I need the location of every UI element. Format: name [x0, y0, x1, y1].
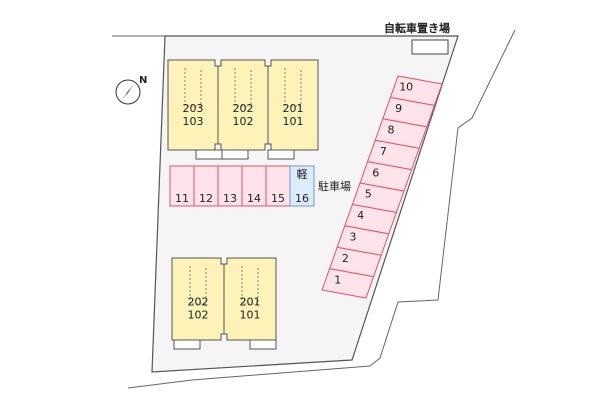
parking-stall-diagonal-number: 8 [388, 124, 395, 137]
stair-outline [234, 68, 252, 107]
parking-stall-diagonal [389, 75, 443, 106]
parking-stall-diagonal-number: 9 [395, 102, 402, 115]
stair-outline [284, 68, 302, 107]
parking-stall-number: 16 [295, 192, 309, 205]
parking-stall-number: 12 [199, 192, 213, 205]
unit-number-upper: 202 [233, 102, 254, 115]
parking-stall-diagonal-number: 4 [357, 209, 364, 222]
parking-stall [241, 165, 267, 207]
parking-stall-diagonal-number: 5 [365, 188, 372, 201]
entrance-step [267, 149, 295, 160]
entrance-step [249, 339, 277, 350]
unit-number-lower: 102 [233, 115, 254, 128]
parking-stall-kei-tag: 軽 [297, 168, 308, 181]
unit-number-lower: 101 [240, 309, 261, 322]
parking-stall-number: 15 [271, 192, 285, 205]
bike-parking-label: 自転車置き場 [384, 21, 450, 35]
building-outline [167, 59, 319, 151]
road-lines [112, 29, 516, 389]
entrance-step [195, 149, 223, 160]
unit-number-upper: 203 [183, 102, 204, 115]
unit-number-upper: 202 [188, 296, 209, 309]
parking-label: 駐車場 [318, 179, 351, 193]
entrance-step [173, 339, 201, 350]
compass-needle-icon [121, 83, 135, 101]
unit-number-upper: 201 [283, 102, 304, 115]
road-line-right [127, 29, 516, 389]
stair-outline [241, 266, 259, 305]
parking-row: 11 12 13 14 15 16 軽 [169, 165, 315, 207]
parking-stall-diagonal-number: 10 [399, 81, 413, 94]
parking-stall-number: 13 [223, 192, 237, 205]
parking-stall [169, 165, 195, 207]
parking-stall-number: 11 [175, 192, 189, 205]
unit-number-lower: 101 [283, 115, 304, 128]
compass-north-label: N [139, 75, 147, 86]
stair-outline [189, 266, 207, 305]
bike-parking-area [411, 39, 449, 55]
unit-number-lower: 102 [188, 309, 209, 322]
parking-stall-diagonal-number: 2 [342, 252, 349, 265]
stair-outline [184, 68, 202, 107]
parking-stall-number: 14 [247, 192, 261, 205]
entrance-step [221, 149, 249, 160]
compass: N [115, 75, 147, 105]
parking-stall-diagonal-number: 3 [350, 231, 357, 244]
parking-stall [217, 165, 243, 207]
parking-stall-diagonal-number: 7 [380, 145, 387, 158]
unit-number-upper: 201 [240, 296, 261, 309]
parking-stall [289, 165, 315, 207]
parking-stall-diagonal-number: 1 [334, 273, 341, 286]
parking-stall-diagonal-number: 6 [372, 166, 379, 179]
unit-number-lower: 103 [183, 115, 204, 128]
parking-stall [265, 165, 291, 207]
